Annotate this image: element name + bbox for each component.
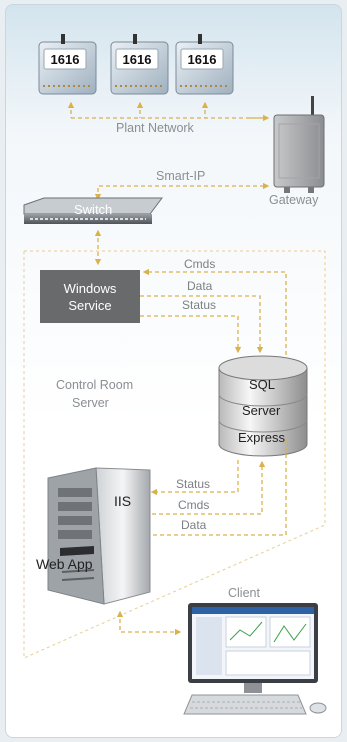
iis-server-tower [47, 467, 151, 605]
switch-label: Switch [74, 202, 113, 217]
client-label: Client [228, 586, 260, 600]
smart-ip-link [94, 182, 270, 201]
sql-label-line2: Server [242, 403, 281, 418]
web-app-label: Web App [36, 556, 93, 572]
cmds-top-line [142, 268, 287, 355]
control-room-boundary [23, 250, 326, 659]
cmds-bottom-line [152, 460, 266, 515]
cmds-bottom-label: Cmds [178, 498, 210, 512]
sql-database [218, 355, 308, 457]
data-top-line [140, 295, 264, 354]
windows-service-label-line2: Service [68, 297, 112, 313]
gateway-label: Gateway [269, 193, 319, 207]
client-workstation [183, 603, 327, 715]
status-top-line [140, 315, 242, 354]
status-bottom-label: Status [176, 477, 211, 491]
field-device-1: 1616 [38, 34, 97, 95]
data-bottom-label: Data [181, 518, 207, 532]
plant-network-label: Plant Network [116, 121, 194, 135]
windows-service-box: Windows Service [40, 270, 140, 323]
gateway-device [273, 96, 325, 193]
svg-text:1616: 1616 [123, 52, 152, 67]
status-bottom-line [150, 460, 239, 496]
field-device-3: 1616 [175, 34, 234, 95]
cmds-top-label: Cmds [184, 257, 216, 271]
svg-text:1616: 1616 [188, 52, 217, 67]
control-room-label-line1: Control Room [56, 378, 134, 392]
windows-service-label-line1: Windows [63, 280, 117, 296]
data-top-label: Data [187, 279, 213, 293]
webapp-to-client-link [116, 610, 182, 636]
sql-label-line3: Express [238, 430, 285, 445]
svg-text:1616: 1616 [51, 52, 80, 67]
sql-label-line1: SQL [249, 377, 276, 392]
smart-ip-label: Smart-IP [156, 169, 206, 183]
status-top-label: Status [182, 298, 217, 312]
field-device-2: 1616 [110, 34, 169, 95]
iis-label: IIS [114, 493, 132, 509]
control-room-label-line2: Server [72, 396, 109, 410]
network-switch [23, 197, 163, 224]
